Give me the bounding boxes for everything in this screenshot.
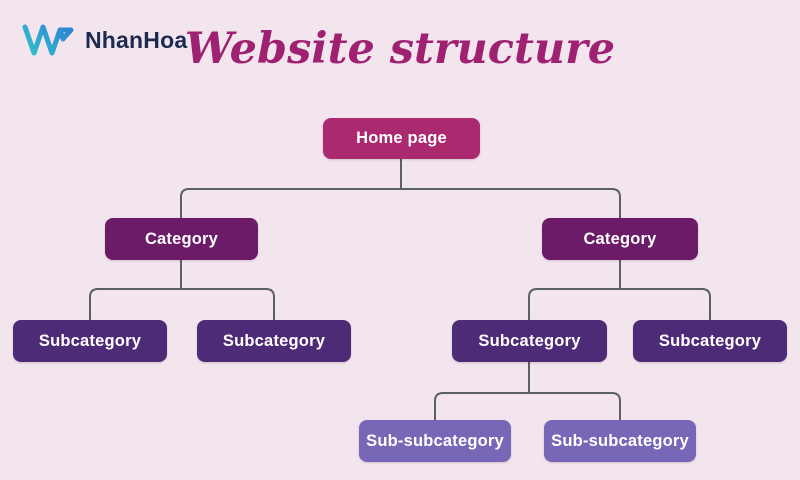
connector-home-to-categories (180, 188, 621, 218)
node-subcategory-left-1: Subcategory (13, 320, 167, 362)
node-label: Home page (356, 129, 447, 147)
node-label: Subcategory (658, 331, 762, 350)
node-label: Category (144, 229, 219, 248)
node-label: Subcategory (38, 331, 142, 350)
connector-category-left-to-subcategories (89, 288, 275, 320)
nhanhoa-w-logo-icon (22, 24, 74, 56)
node-category-left: Category (105, 218, 258, 260)
node-category-right: Category (542, 218, 698, 260)
brand-name: NhanHoa (85, 26, 188, 53)
node-label: Subcategory (222, 331, 326, 350)
node-label: Sub-subcategory (551, 431, 689, 450)
node-label: Sub-subcategory (366, 431, 504, 450)
node-label: Category (583, 229, 657, 248)
node-sub-subcategory-1: Sub-subcategory (359, 420, 511, 462)
brand-logo: NhanHoa (20, 22, 187, 58)
node-sub-subcategory-2: Sub-subcategory (544, 420, 696, 462)
node-label: Subcategory (478, 331, 581, 350)
node-subcategory-left-2: Subcategory (197, 320, 351, 362)
node-home-page: Home page (323, 118, 480, 159)
node-subcategory-right-2: Subcategory (633, 320, 787, 362)
connector-subcategory-to-subsubcategories (434, 392, 621, 420)
page-title: Website structure (184, 24, 616, 74)
node-subcategory-right-1: Subcategory (452, 320, 607, 362)
connector-category-right-to-subcategories (528, 288, 711, 320)
